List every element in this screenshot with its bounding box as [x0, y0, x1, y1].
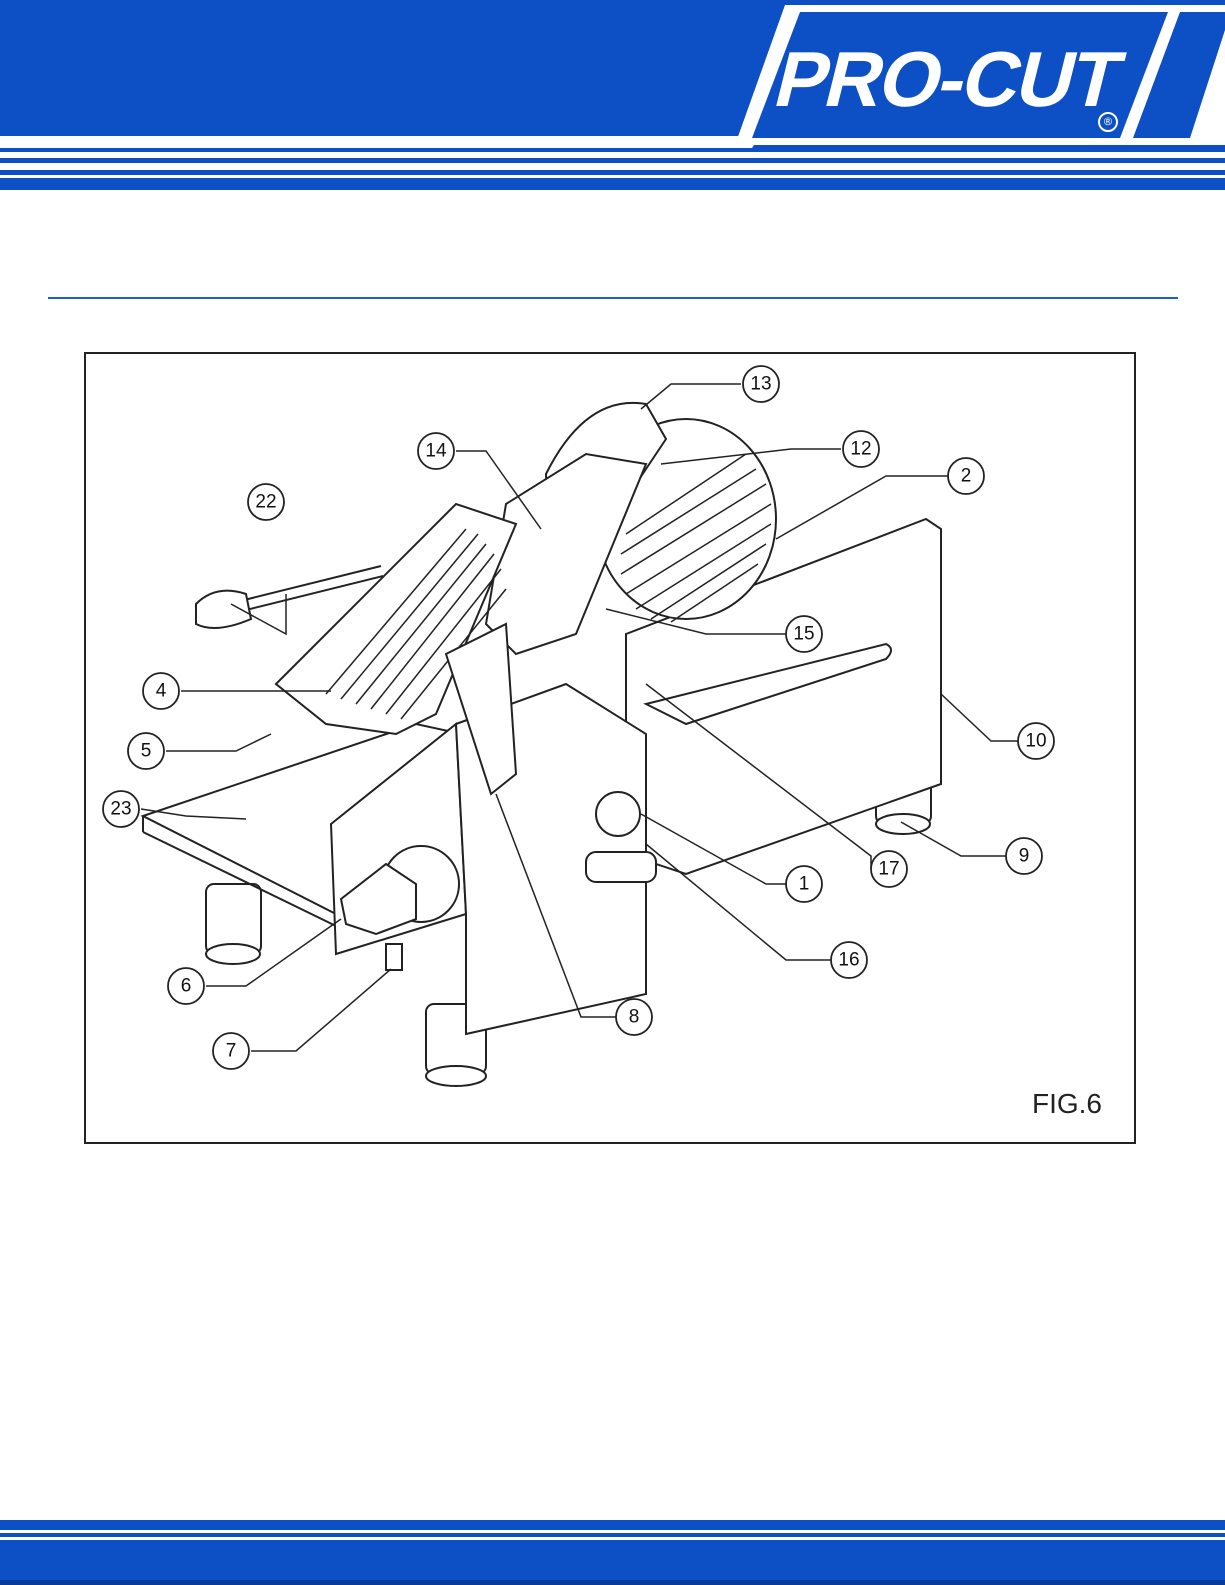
callout-23: 23 — [110, 799, 131, 820]
callout-10: 10 — [1025, 731, 1046, 752]
logo-wordmark: PRO-CUT — [758, 28, 1143, 128]
callout-4: 4 — [156, 681, 167, 702]
callout-14: 14 — [425, 441, 447, 462]
callout-22: 22 — [255, 492, 276, 513]
logo-text: PRO-CUT — [767, 34, 1131, 124]
registered-mark: ® — [1100, 114, 1116, 130]
callout-15: 15 — [793, 624, 814, 645]
callout-2: 2 — [961, 466, 972, 487]
callout-17: 17 — [878, 859, 899, 880]
callout-9: 9 — [1019, 846, 1030, 867]
registered-icon: ® — [1098, 112, 1118, 132]
callout-13: 13 — [750, 374, 771, 395]
callout-6: 6 — [181, 976, 192, 997]
callout-16: 16 — [838, 950, 859, 971]
power-switch — [386, 944, 402, 970]
figure-label: FIG.6 — [1032, 1088, 1102, 1120]
brand-footer — [0, 1520, 1225, 1585]
callout-7: 7 — [226, 1041, 237, 1062]
slicer-figure: 13 12 2 14 15 22 4 5 10 9 17 1 16 23 6 7… — [84, 352, 1136, 1144]
callout-1: 1 — [799, 874, 810, 895]
section-divider — [48, 297, 1178, 299]
callout-5: 5 — [141, 741, 152, 762]
slicer-diagram: 13 12 2 14 15 22 4 5 10 9 17 1 16 23 6 7… — [86, 354, 1134, 1142]
callout-12: 12 — [850, 439, 871, 460]
callout-8: 8 — [629, 1007, 640, 1028]
